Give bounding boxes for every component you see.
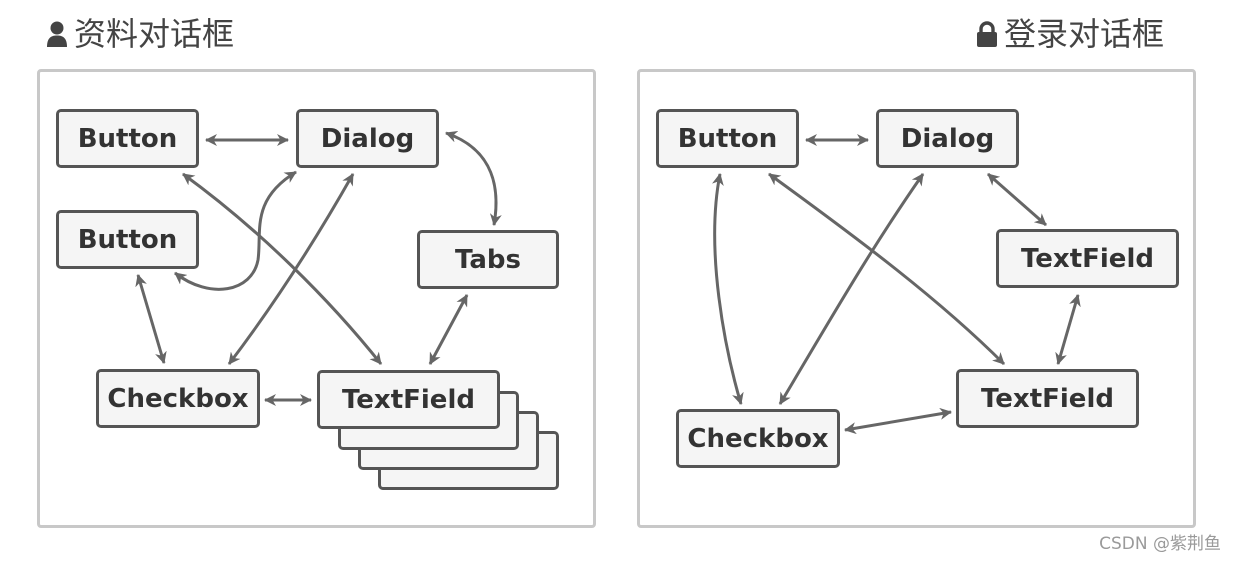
left-dialog-node: Dialog <box>296 109 439 168</box>
lock-icon <box>977 21 997 47</box>
left-textfield-node: TextField <box>317 370 500 429</box>
right-textfield-bottom-node: TextField <box>956 369 1139 428</box>
right-panel-heading: 登录对话框 <box>976 12 1164 56</box>
left-button-mid-node: Button <box>56 210 199 269</box>
right-checkbox-node: Checkbox <box>676 409 840 468</box>
right-dialog-node: Dialog <box>876 109 1019 168</box>
left-panel-title: 资料对话框 <box>74 15 235 53</box>
left-button-top-node: Button <box>56 109 199 168</box>
watermark: CSDN @紫荆鱼 <box>1099 534 1221 554</box>
right-button-node: Button <box>656 109 799 168</box>
left-checkbox-node: Checkbox <box>96 369 260 428</box>
left-tabs-node: Tabs <box>417 230 559 289</box>
user-icon <box>47 21 67 47</box>
right-panel-title: 登录对话框 <box>1004 15 1165 53</box>
right-textfield-top-node: TextField <box>996 229 1179 288</box>
left-panel-heading: 资料对话框 <box>46 12 234 56</box>
